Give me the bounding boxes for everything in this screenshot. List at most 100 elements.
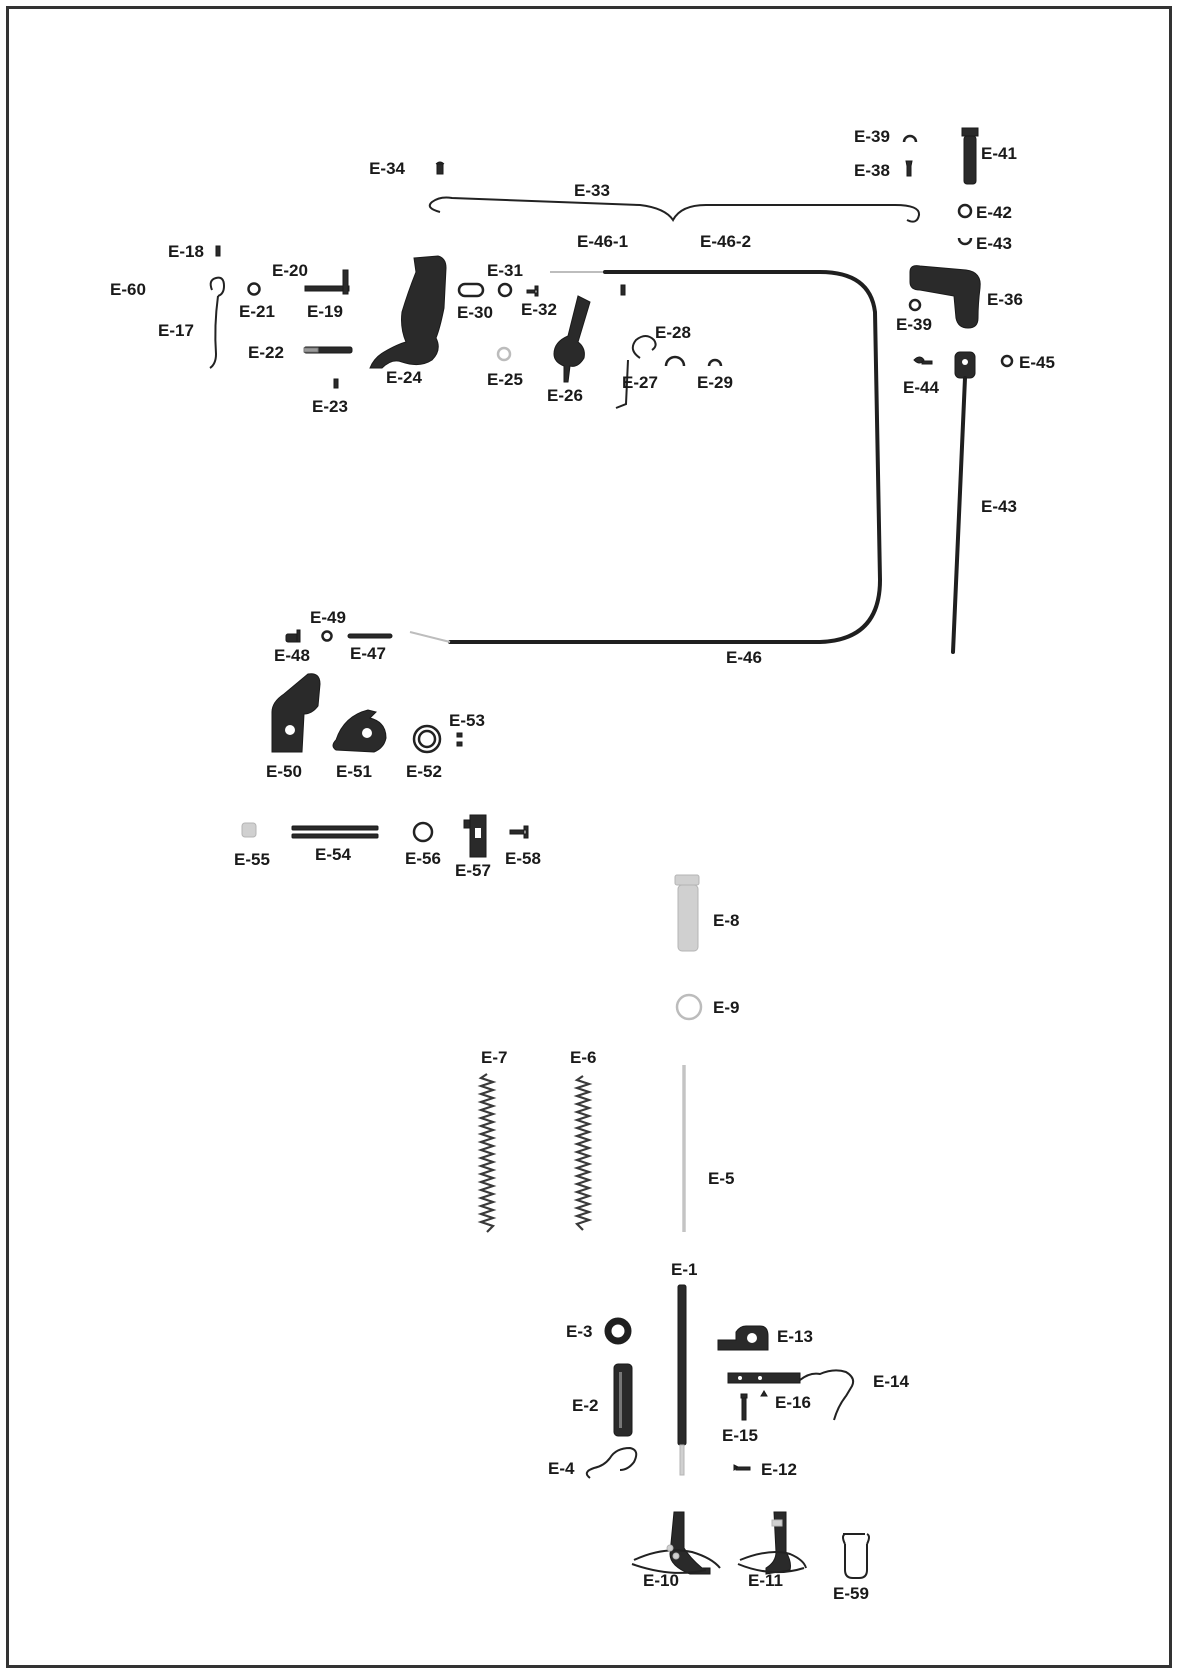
label-e-15: E-15: [722, 1426, 758, 1445]
label-e-1: E-1: [671, 1260, 697, 1279]
part-e-29-shape: [707, 358, 723, 367]
part-e-17-shape: [209, 276, 226, 369]
label-e-31: E-31: [487, 261, 523, 280]
part-e-31-shape: [497, 282, 513, 298]
label-e-28: E-28: [655, 323, 691, 342]
label-e-23: E-23: [312, 397, 348, 416]
label-e-50: E-50: [266, 762, 302, 781]
part-e-47-shape: [347, 633, 393, 639]
label-e-30: E-30: [457, 303, 493, 322]
label-e-54: E-54: [315, 845, 351, 864]
label-e-18: E-18: [168, 242, 204, 261]
label-e-48: E-48: [274, 646, 310, 665]
label-e-46-2: E-46-2: [700, 232, 751, 251]
part-e-52-shape: [412, 724, 442, 754]
label-e-44: E-44: [903, 378, 939, 397]
label-e-38: E-39: [854, 127, 890, 146]
label-e-27: E-27: [622, 373, 658, 392]
part-e-7-shape: [477, 1073, 497, 1233]
part-e-15-shape: [740, 1393, 748, 1421]
label-e-58: E-58: [505, 849, 541, 868]
label-e-16: E-16: [775, 1393, 811, 1412]
part-e-4-shape: [585, 1446, 638, 1479]
label-e-9: E-9: [713, 998, 739, 1017]
part-e-50-shape: [271, 673, 321, 753]
part-e-18-shape: [215, 245, 221, 257]
label-e-25: E-25: [487, 370, 523, 389]
label-e-49: E-49: [310, 608, 346, 627]
label-e-45: E-45: [1019, 353, 1055, 372]
part-e-37-shape: [905, 160, 913, 177]
label-e-19: E-19: [307, 302, 343, 321]
label-e-59: E-59: [833, 1584, 869, 1603]
part-e-38-shape: [902, 134, 918, 143]
part-e-24-shape: [369, 255, 447, 369]
label-e-41: E-42: [976, 203, 1012, 222]
part-e-50-hole: [285, 725, 295, 735]
part-e-46-shape: [409, 270, 883, 644]
part-e-46-1-shape: [620, 284, 626, 296]
label-e-7: E-7: [481, 1048, 507, 1067]
part-e-12-shape: [733, 1464, 751, 1471]
label-e-53: E-53: [449, 711, 485, 730]
part-e-40-shape: [961, 127, 979, 185]
label-e-17: E-17: [158, 321, 194, 340]
part-e-36-shape: [909, 265, 981, 329]
label-e-33: E-33: [574, 181, 610, 200]
label-e-22: E-22: [248, 343, 284, 362]
label-e-4: E-4: [548, 1459, 575, 1478]
part-e-14-shape: [727, 1369, 855, 1421]
label-e-43: E-43: [981, 497, 1017, 516]
part-e-26-shape: [553, 295, 591, 383]
label-e-40: E-41: [981, 144, 1017, 163]
label-e-32: E-32: [521, 300, 557, 319]
label-e-42: E-43: [976, 234, 1012, 253]
label-e-14: E-14: [873, 1372, 909, 1391]
label-e-56: E-56: [405, 849, 441, 868]
label-e-26: E-26: [547, 386, 583, 405]
part-e-19-shape: [304, 269, 350, 295]
part-e-42-shape: [957, 237, 973, 246]
part-e-53-shape: [456, 732, 463, 747]
part-e-27-shape: [615, 335, 657, 409]
label-e-2: E-2: [572, 1396, 598, 1415]
part-e-6-shape: [573, 1075, 593, 1231]
part-e-39-shape: [908, 298, 922, 312]
part-e-13-shape: [717, 1325, 769, 1351]
label-e-46-1: E-46-1: [577, 232, 628, 251]
part-e-25-shape: [496, 346, 512, 362]
label-e-12: E-12: [761, 1460, 797, 1479]
label-e-29: E-29: [697, 373, 733, 392]
part-e-45-shape: [1000, 354, 1014, 368]
part-e-54-shape: [291, 825, 379, 839]
part-e-49-shape: [321, 630, 333, 642]
label-e-37: E-38: [854, 161, 890, 180]
part-e-21-shape: [247, 282, 261, 296]
label-e-46: E-46: [726, 648, 762, 667]
part-e-8-shape: [674, 874, 700, 952]
part-e-33-shape: [428, 196, 920, 223]
label-e-55: E-55: [234, 850, 270, 869]
label-e-11: E-11: [748, 1571, 783, 1590]
label-e-36: E-36: [987, 290, 1023, 309]
label-e-5: E-5: [708, 1169, 734, 1188]
label-e-8: E-8: [713, 911, 739, 930]
label-e-20: E-20: [272, 261, 308, 280]
part-e-32-shape: [526, 285, 539, 297]
label-e-10: E-10: [643, 1571, 679, 1590]
part-e-22-shape: [303, 346, 353, 354]
label-e-13: E-13: [777, 1327, 813, 1346]
part-e-43-shape: [951, 351, 976, 654]
part-e-9-shape: [675, 993, 703, 1021]
part-e-59-shape: [842, 1533, 870, 1579]
part-e-23-shape: [333, 378, 339, 389]
label-e-39: E-39: [896, 315, 932, 334]
label-e-24: E-24: [386, 368, 422, 387]
part-e-51-hole: [362, 728, 372, 738]
label-e-57: E-57: [455, 861, 491, 880]
part-e-58-shape: [509, 825, 529, 839]
part-e-1-shape: [677, 1284, 687, 1476]
part-e-3-shape: [604, 1317, 632, 1345]
part-e-56-shape: [412, 821, 434, 843]
